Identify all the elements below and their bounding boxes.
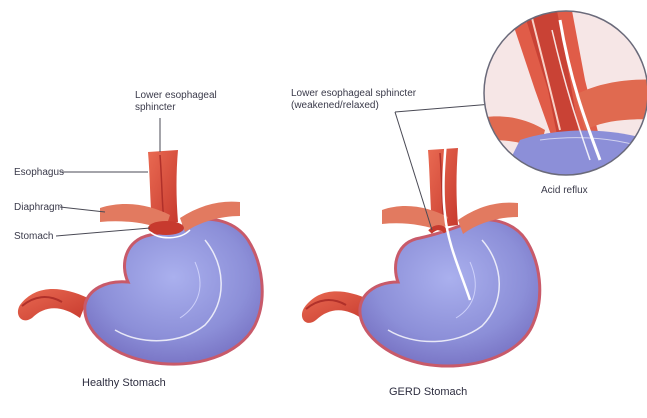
label-acid-reflux: Acid reflux (541, 185, 588, 196)
label-les-line1: Lower esophageal (135, 90, 217, 101)
stomach-body-left (85, 219, 262, 364)
label-diaphragm: Diaphragm (14, 202, 63, 213)
caption-gerd: GERD Stomach (389, 386, 467, 398)
healthy-stomach-illustration (18, 150, 262, 364)
gerd-stomach-illustration (302, 140, 540, 366)
caption-healthy: Healthy Stomach (82, 377, 166, 389)
label-stomach: Stomach (14, 231, 53, 242)
label-esophagus: Esophagus (14, 167, 64, 178)
label-les-weak-line2: (weakened/relaxed) (291, 100, 379, 111)
les-left (148, 221, 184, 235)
label-les-weak-line1: Lower esophageal sphincter (291, 88, 417, 99)
label-les-line2: sphincter (135, 102, 176, 113)
duodenum-left (18, 289, 88, 320)
reflux-zoom-inset (470, 0, 647, 180)
